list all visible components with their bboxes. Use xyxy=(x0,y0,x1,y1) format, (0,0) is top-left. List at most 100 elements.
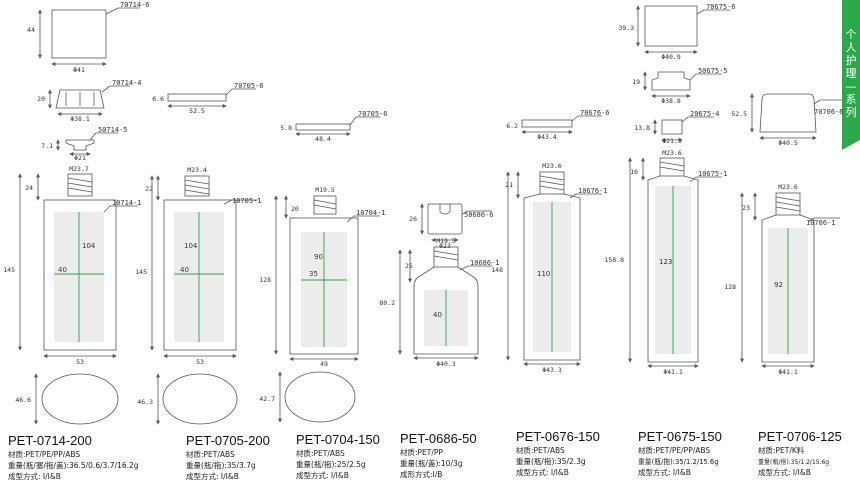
cap-height: 44 xyxy=(27,26,35,34)
bottle-part-no: 10686-1 xyxy=(470,259,500,267)
series-side-banner: 个 人 护 理 — 系 列 xyxy=(842,0,860,150)
bottle-width: 53 xyxy=(196,358,204,366)
process-line: 成型方式: I/I&B xyxy=(516,467,569,477)
plug-part-no: 20675-4 xyxy=(690,110,720,118)
bottle-neck xyxy=(659,157,685,177)
label-height: 110 xyxy=(537,270,550,278)
product-pet-0706-125: 52.5 Φ40.5 70706-6 M23.6 92 23 128 Φ41.1… xyxy=(724,93,844,376)
bottle-width: 49 xyxy=(320,360,328,368)
overcap-diameter: Φ38.8 xyxy=(661,97,681,105)
cap-drawing xyxy=(51,9,107,59)
bottle-neck xyxy=(184,175,210,197)
label-height: 90 xyxy=(314,253,323,261)
process-line: 成型方式: I/I&B xyxy=(8,471,61,481)
bottle-height: 128 xyxy=(724,283,736,291)
plug-diameter: Φ21.3 xyxy=(662,137,682,145)
label-height: 40 xyxy=(433,311,442,319)
overcap-part-no: 70714-4 xyxy=(112,79,142,87)
plug-part-no: 50714-5 xyxy=(98,126,128,134)
plug-diameter: Φ21 xyxy=(74,154,86,162)
cap-part-no: 70706-6 xyxy=(814,108,844,116)
bottle-part-no: 10705-1 xyxy=(232,197,262,205)
tray-height: 5.8 xyxy=(280,124,292,132)
oval-dimension: 46.6 xyxy=(15,396,31,404)
process-line: 成形方式:I/B xyxy=(400,469,442,479)
side-char: 理 xyxy=(846,67,857,80)
label-width: 40 xyxy=(180,266,189,274)
overcap-height: 20 xyxy=(37,95,45,103)
side-char: 人 xyxy=(846,41,857,54)
tray-width: Φ43.4 xyxy=(537,133,557,141)
bottle-part-no: 10676-1 xyxy=(578,187,608,195)
cap-height: 52.5 xyxy=(731,110,747,118)
label-width: 40 xyxy=(58,266,67,274)
plug-drawing xyxy=(661,119,683,135)
tray-height: 6.2 xyxy=(506,122,518,130)
bottle-height: 148 xyxy=(491,266,503,274)
material-line: 材质:PET/ABS xyxy=(516,445,565,455)
oval-dimension: 42.7 xyxy=(259,395,275,403)
product-pet-0686-50: 26 Φ23 50686-6 M19.5 M19.5 40 25 80.2 Φ4… xyxy=(379,203,500,368)
tray-width: 48.4 xyxy=(315,135,331,143)
material-line: 材质:PET/PE/PP/ABS xyxy=(8,449,80,459)
tray-drawing xyxy=(167,93,227,102)
bottle-width: Φ41.1 xyxy=(663,368,683,376)
side-char: 个 xyxy=(846,28,857,41)
model-name: PET-0686-50 xyxy=(400,431,477,446)
product-pet-0714-200: 44 Φ41 70714-6 20 Φ38.1 70714-4 7.1 Φ21 … xyxy=(3,1,150,425)
bottle-part-no: 10706-1 xyxy=(806,219,836,227)
bottle-height: 145 xyxy=(135,268,147,276)
process-line: 成型方式: I/I&B xyxy=(296,470,349,480)
bottle-body xyxy=(163,199,237,351)
weight-line: 重量(瓶/拖):35/1.2/15.6g xyxy=(758,458,829,466)
model-name: PET-0676-150 xyxy=(516,429,600,444)
bottle-neck xyxy=(775,192,801,216)
cap-part-no: 70675-6 xyxy=(706,3,736,11)
cap-height: 39.3 xyxy=(618,24,634,32)
bottle-height: 128 xyxy=(259,276,271,284)
side-char: — xyxy=(846,80,857,93)
product-pet-0675-150: 39.3 Φ40.9 70675-6 19 Φ38.8 50675-5 13.8… xyxy=(604,3,735,376)
cap-drawing xyxy=(759,93,817,133)
cap-drawing xyxy=(427,203,463,235)
bottle-neck xyxy=(67,173,93,197)
weight-line: 重量(瓶/塞/拖/盖):36.5/0.6/3.7/16.2g xyxy=(8,460,139,470)
product-pet-0705-200: 6.6 52.5 70705-6 M23.4 104 40 22 145 53 … xyxy=(135,82,264,425)
bottle-body xyxy=(413,266,479,355)
tray-drawing xyxy=(521,119,573,128)
product-captions: PET-0714-200 材质:PET/PE/PP/ABS 重量(瓶/塞/拖/盖… xyxy=(8,429,842,481)
tray-width: 52.5 xyxy=(189,107,205,115)
cap-drawing xyxy=(644,5,698,47)
plug-height: 7.1 xyxy=(41,142,53,150)
process-line: 成型方式: I/I&B xyxy=(758,467,811,477)
bottle-height: 158.8 xyxy=(604,256,624,264)
label-height: 92 xyxy=(774,281,783,289)
bottle-body xyxy=(289,217,359,355)
label-width: 35 xyxy=(309,270,318,278)
bottle-neck xyxy=(433,246,459,268)
model-name: PET-0675-150 xyxy=(638,429,722,444)
overcap-diameter: Φ38.1 xyxy=(70,115,90,123)
side-char: 列 xyxy=(846,105,857,119)
thread-size: M23.7 xyxy=(69,165,89,173)
cap-diameter: Φ41 xyxy=(73,66,85,74)
bottle-body xyxy=(647,175,699,363)
neck-height: 24 xyxy=(25,184,33,192)
label-height: 104 xyxy=(82,242,96,250)
weight-line: 重量(瓶/拖):35/3.7g xyxy=(186,460,256,470)
weight-line: 重量(瓶/拖):25/2.5g xyxy=(296,459,366,469)
tray-height: 6.6 xyxy=(152,95,164,103)
bottle-cross-section xyxy=(41,373,119,425)
product-pet-0676-150: 6.2 Φ43.4 70676-6 M23.6 110 21 148 Φ43.3… xyxy=(491,109,609,374)
weight-line: 重量(瓶/拖):35/1.2/15.6g xyxy=(638,457,719,466)
process-line: 成型方式: I/I&B xyxy=(186,471,239,481)
neck-height: 22 xyxy=(145,185,153,193)
material-line: 材质:PET/ABS xyxy=(296,448,345,458)
cap-height: 26 xyxy=(409,215,417,223)
bottle-cross-section xyxy=(162,373,238,425)
bottle-width: Φ43.3 xyxy=(542,366,562,374)
bottle-part-no: 10714-1 xyxy=(112,199,142,207)
weight-line: 重量(瓶/拖):35/2.3g xyxy=(516,456,586,466)
model-name: PET-0714-200 xyxy=(8,433,92,448)
